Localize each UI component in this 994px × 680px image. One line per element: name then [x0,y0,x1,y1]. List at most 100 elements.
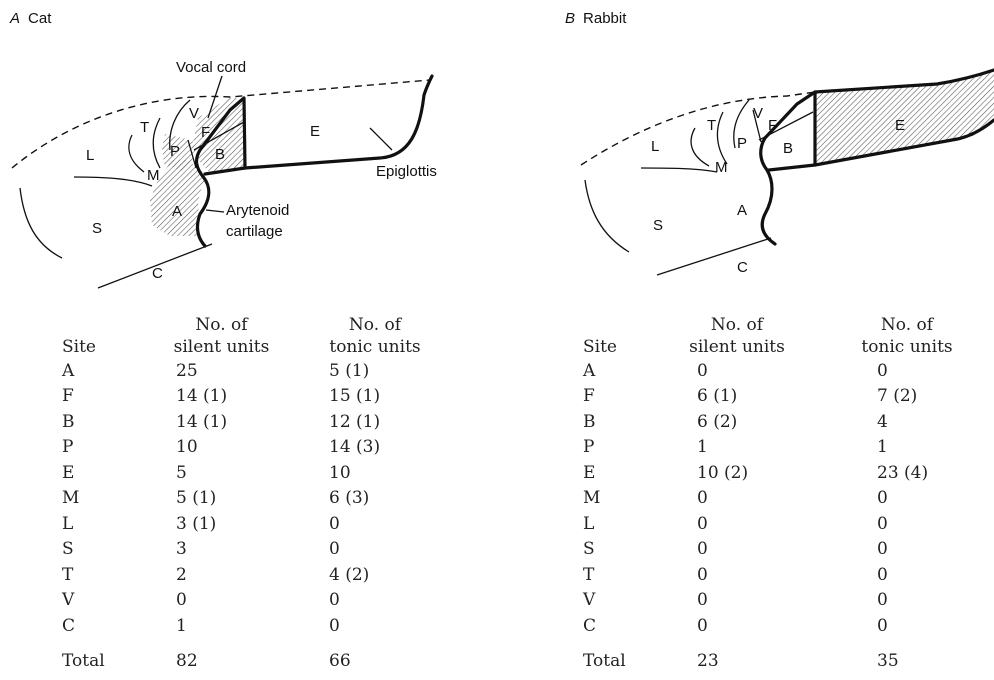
rabbit-label-p: P [737,135,747,152]
cell-site: V [62,588,154,614]
cell-silent: 0 [667,486,807,512]
rabbit-label-v: V [753,105,763,122]
cat-label-arytenoid: Arytenoid [226,202,289,219]
rabbit-border-lm [641,168,717,172]
cell-tonic: 4 (2) [289,562,445,588]
rabbit-border-c [657,238,771,275]
rabbit-label-t: T [707,117,716,134]
cell-tonic: 6 (3) [289,486,445,512]
rabbit-label-b: B [783,140,793,157]
rabbit-vocal-fold-edge [769,165,815,170]
cell-tonic: 10 [289,460,445,486]
cell-silent: 0 [667,511,807,537]
cell-site: L [583,511,667,537]
cell-site: P [62,435,154,461]
table-row: P1014 (3) [62,435,445,461]
cell-tonic: 23 (4) [807,460,977,486]
col-site-header: Site [62,308,154,358]
cell-site: A [583,358,667,384]
rabbit-label-c: C [737,259,748,276]
col-silent-header-line2: silent units [174,337,270,357]
cell-site: C [62,613,154,639]
cat-label-p: P [170,143,180,160]
cat-border-tp [153,118,160,168]
cat-label-m: M [147,167,160,184]
cell-silent: 2 [154,562,289,588]
cell-silent: 0 [667,537,807,563]
rabbit-label-e: E [895,117,905,134]
cell-total-label: Total [62,639,154,674]
rabbit-label-l: L [651,138,659,155]
col-tonic-header-line2: tonic units [329,337,420,357]
rabbit-label-a: A [737,202,747,219]
table-row: V00 [583,588,977,614]
rabbit-border-s [585,180,629,252]
cat-border-lt [129,135,144,172]
cell-site: M [583,486,667,512]
cell-total-silent: 82 [154,639,289,674]
cat-label-a: A [172,203,182,220]
table-row: M5 (1)6 (3) [62,486,445,512]
cell-total-silent: 23 [667,639,807,674]
cat-label-e: E [310,123,320,140]
cat-label-epiglottis: Epiglottis [376,163,437,180]
cat-label-v: V [189,105,199,122]
cell-silent: 3 [154,537,289,563]
cell-silent: 25 [154,358,289,384]
cat-leader-arytenoid [206,210,224,212]
cell-tonic: 0 [807,613,977,639]
cell-silent: 10 [154,435,289,461]
cell-tonic: 15 (1) [289,384,445,410]
table-row: M00 [583,486,977,512]
cell-tonic: 5 (1) [289,358,445,384]
cat-label-cartilage: cartilage [226,223,283,240]
col-silent-header-line2: silent units [689,337,785,357]
table-header-row: Site No. of silent units No. of tonic un… [62,308,445,358]
cell-tonic: 0 [807,588,977,614]
cell-silent: 0 [667,588,807,614]
table-row: S00 [583,537,977,563]
cell-site: S [62,537,154,563]
cell-silent: 1 [667,435,807,461]
cell-total-tonic: 35 [807,639,977,674]
cell-total-label: Total [583,639,667,674]
cell-site: F [583,384,667,410]
rabbit-label-f: F [768,117,777,134]
cell-silent: 1 [154,613,289,639]
cell-site: M [62,486,154,512]
col-tonic-header: No. of tonic units [289,308,445,358]
cell-tonic: 0 [289,511,445,537]
col-tonic-header: No. of tonic units [807,308,977,358]
cell-site: C [583,613,667,639]
cell-tonic: 0 [289,537,445,563]
cell-tonic: 14 (3) [289,435,445,461]
cell-silent: 6 (2) [667,409,807,435]
cell-silent: 6 (1) [667,384,807,410]
cell-silent: 0 [154,588,289,614]
cat-label-s: S [92,220,102,237]
cell-tonic: 4 [807,409,977,435]
cell-site: P [583,435,667,461]
cat-units-table: Site No. of silent units No. of tonic un… [62,308,445,674]
cat-label-l: L [86,147,94,164]
cell-site: A [62,358,154,384]
cat-label-c: C [152,265,163,282]
cat-label-t: T [140,119,149,136]
cell-site: S [583,537,667,563]
cell-site: T [583,562,667,588]
cell-silent: 5 (1) [154,486,289,512]
cell-tonic: 0 [289,613,445,639]
table-row: B6 (2)4 [583,409,977,435]
table-row: E10 (2)23 (4) [583,460,977,486]
col-silent-header: No. of silent units [667,308,807,358]
